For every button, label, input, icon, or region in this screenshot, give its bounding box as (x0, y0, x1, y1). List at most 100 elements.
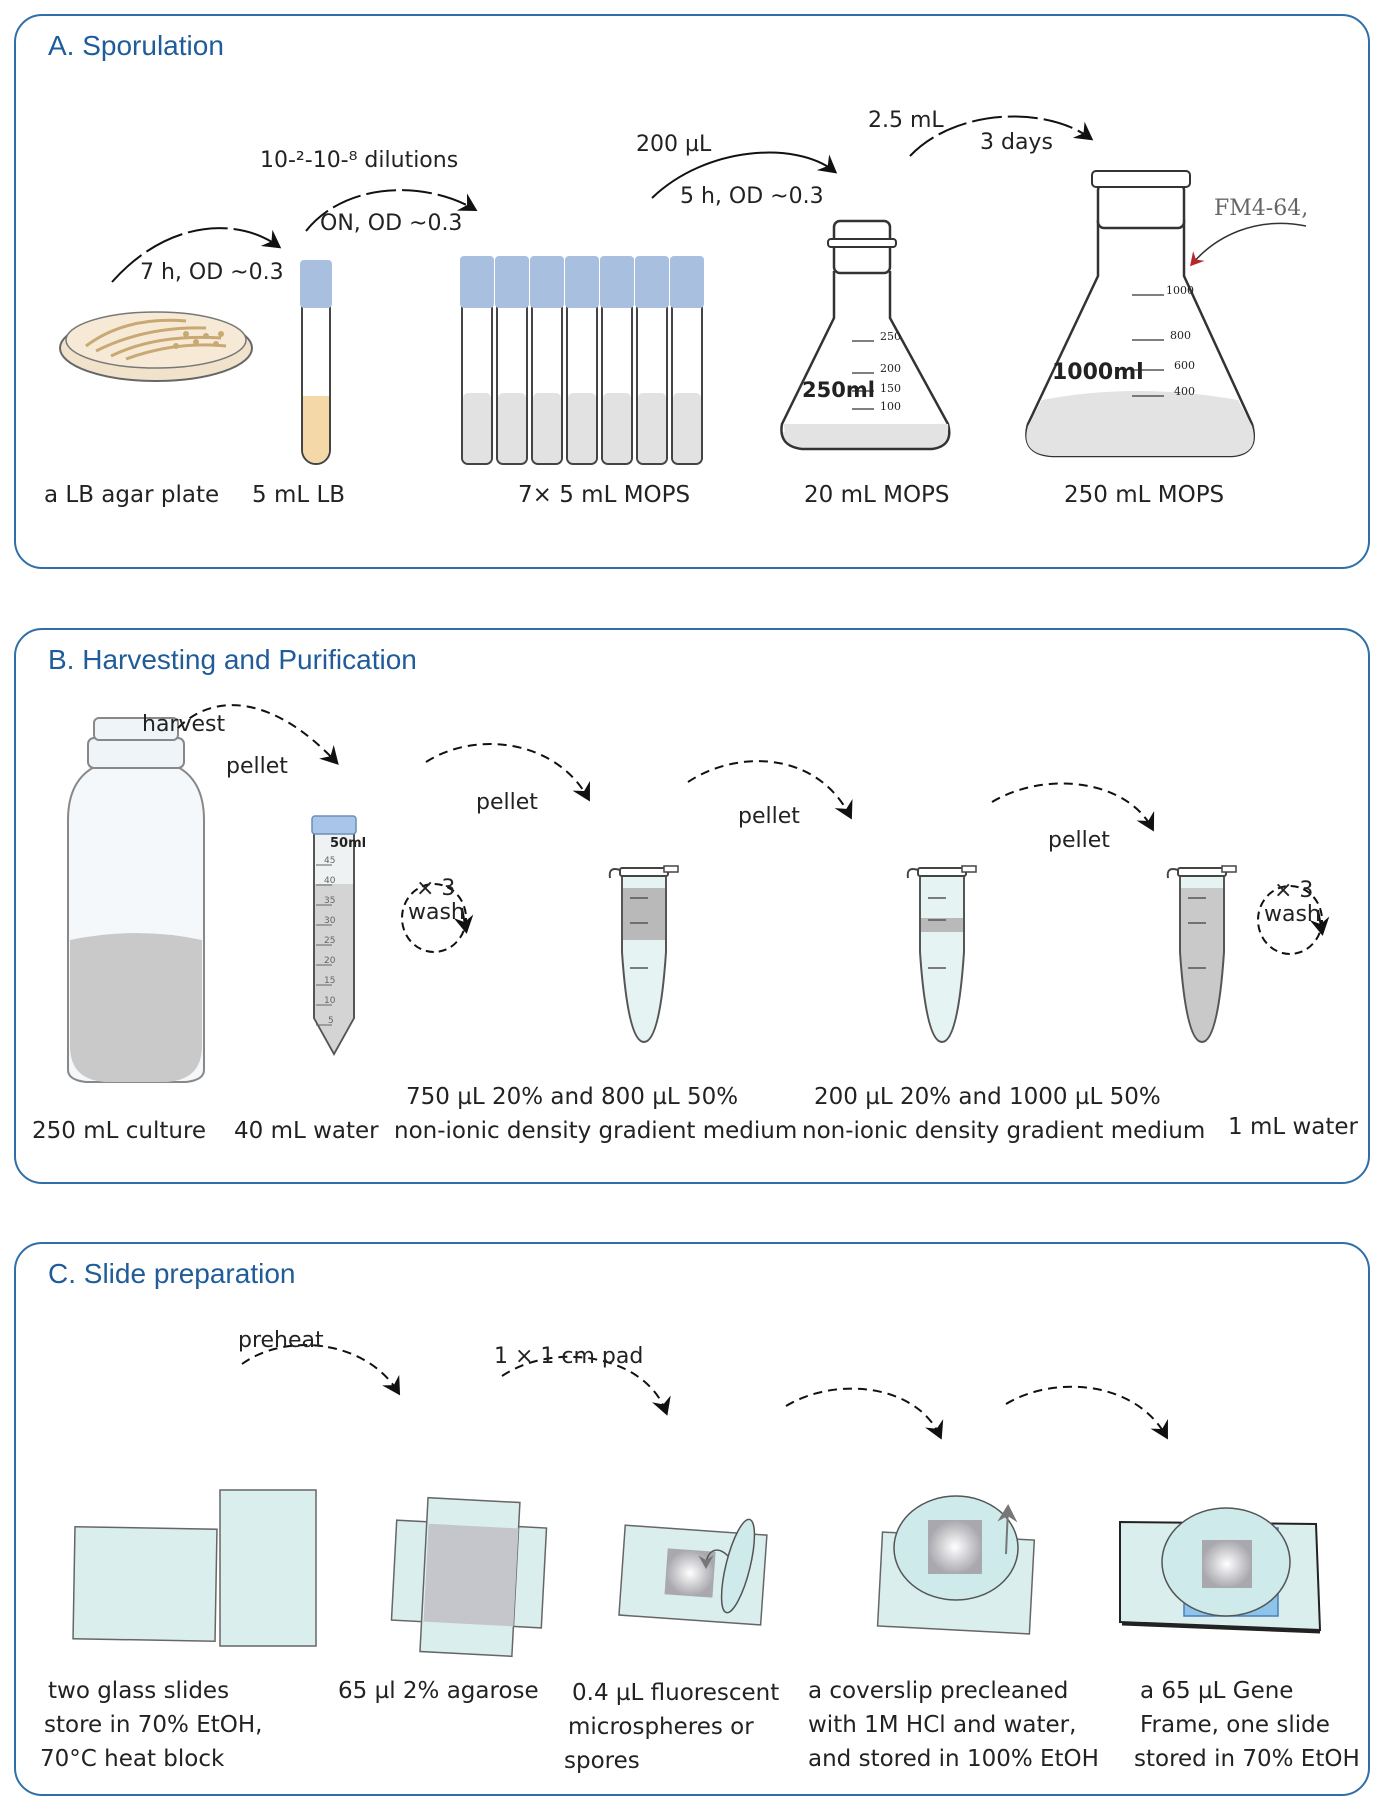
arrow-gene-frame (1005, 1385, 1168, 1440)
label-agarose: 65 µl 2% agarose (338, 1678, 539, 1704)
harvesting-diagram (67, 704, 1330, 1083)
label-slides-2: store in 70% EtOH, (44, 1712, 263, 1738)
arrow-step4 (909, 115, 1094, 157)
falcon-mark: 40 (324, 876, 336, 886)
arrow-step3 (651, 151, 838, 199)
falcon-mark: 5 (328, 1016, 334, 1026)
agarose-slides (390, 1496, 548, 1658)
wash-arrowhead-2 (1309, 909, 1330, 936)
two-glass-slides (72, 1489, 317, 1647)
panel-harvesting: B. Harvesting and Purification (14, 628, 1370, 1184)
arrow-coverslip (785, 1387, 944, 1440)
step3-conditions: 5 h, OD ~0.3 (680, 184, 824, 209)
label-spheres-2: microspheres or (568, 1714, 754, 1740)
panel-title: A. Sporulation (48, 30, 224, 61)
step1-annotation: 7 h, OD ~0.3 (140, 260, 284, 285)
wash-arrowhead-1 (453, 907, 474, 934)
label-culture: 250 mL culture (32, 1118, 207, 1144)
dye-label: FM4-64, (1214, 196, 1309, 221)
label-gradient-2b: non-ionic density gradient medium (802, 1118, 1206, 1144)
arrow-step1 (111, 227, 282, 283)
falcon-tube (311, 815, 357, 1057)
wash-label-2: wash (1264, 902, 1321, 927)
falcon-mark: 20 (324, 956, 336, 966)
panel-slide-preparation: C. Slide preparation (14, 1242, 1370, 1796)
arrow-pellet-4 (991, 782, 1155, 832)
harvest-label: harvest (142, 712, 226, 737)
arrow-pellet-2 (425, 743, 590, 802)
step4-duration: 3 days (980, 130, 1053, 155)
agar-plate (59, 311, 253, 382)
label-water: 1 mL water (1228, 1114, 1359, 1140)
step4-volume: 2.5 mL (868, 108, 944, 133)
wash-count-2: × 3 (1274, 878, 1314, 903)
pellet-label-4: pellet (1048, 828, 1110, 853)
label-spheres-1: 0.4 µL fluorescent (572, 1680, 780, 1706)
preheat-label: preheat (238, 1328, 324, 1353)
label-agar-plate: a LB agar plate (44, 482, 220, 508)
arrow-pad (501, 1355, 671, 1416)
label-gene-frame-1: a 65 µL Gene (1140, 1678, 1294, 1704)
label-gradient-1b: non-ionic density gradient medium (394, 1118, 798, 1144)
flask-small-volume: 250ml (802, 378, 875, 402)
falcon-mark: 10 (324, 996, 336, 1006)
label-spheres-3: spores (564, 1748, 640, 1774)
pad-label: 1 × 1 cm pad (494, 1344, 644, 1369)
label-coverslip-1: a coverslip precleaned (808, 1678, 1069, 1704)
wash-label-1: wash (408, 900, 465, 925)
label-flask-small: 20 mL MOPS (804, 482, 950, 508)
arrow-step2 (305, 189, 478, 232)
panel-title: C. Slide preparation (48, 1258, 296, 1289)
label-lb-tube: 5 mL LB (252, 482, 346, 508)
label-gradient-2a: 200 µL 20% and 1000 µL 50% (814, 1084, 1161, 1110)
falcon-mark: 45 (324, 856, 336, 866)
step3-volume: 200 µL (636, 132, 712, 157)
sporulation-diagram (59, 115, 1307, 465)
pellet-label-2: pellet (476, 790, 538, 815)
falcon-mark: 30 (324, 916, 336, 926)
lb-tube (300, 260, 332, 465)
arrow-pellet-3 (687, 760, 853, 820)
panel-sporulation: A. Sporulation (14, 14, 1370, 569)
label-slides-3: 70°C heat block (40, 1746, 225, 1772)
coverslip-slide (876, 1495, 1036, 1635)
eppendorf-tube-3 (1166, 865, 1237, 1044)
pellet-label-3: pellet (738, 804, 800, 829)
falcon-mark: 35 (324, 896, 336, 906)
culture-bottle (67, 717, 205, 1083)
eppendorf-tube-2 (906, 865, 977, 1044)
panel-title: B. Harvesting and Purification (48, 644, 417, 675)
arrow-preheat (241, 1344, 401, 1396)
step2-conditions: ON, OD ~0.3 (320, 211, 463, 236)
label-flask-large: 250 mL MOPS (1064, 482, 1225, 508)
step2-dilutions: 10-²-10-⁸ dilutions (260, 148, 459, 173)
flask-small-mark: 250 (880, 330, 901, 343)
flask-large-mark: 400 (1174, 385, 1195, 398)
flask-large-volume: 1000ml (1052, 360, 1144, 385)
arrow-dye (1190, 222, 1307, 267)
label-falcon: 40 mL water (234, 1118, 379, 1144)
flask-small-mark: 100 (880, 400, 901, 413)
label-coverslip-2: with 1M HCl and water, (808, 1712, 1077, 1738)
flask-large-mark: 600 (1174, 359, 1195, 372)
label-gene-frame-3: stored in 70% EtOH (1134, 1746, 1360, 1772)
flask-1000ml (1025, 170, 1255, 458)
label-gene-frame-2: Frame, one slide (1140, 1712, 1330, 1738)
flask-large-mark: 1000 (1166, 284, 1194, 297)
label-mops-tubes: 7× 5 mL MOPS (518, 482, 691, 508)
flask-small-mark: 150 (880, 382, 901, 395)
falcon-mark: 15 (324, 976, 336, 986)
arrow-harvest (177, 704, 339, 765)
pellet-label-1: pellet (226, 754, 288, 779)
gene-frame-slide (1119, 1507, 1322, 1634)
flask-large-mark: 800 (1170, 329, 1191, 342)
slide-preparation-diagram (72, 1344, 1322, 1658)
microsphere-slide (618, 1518, 768, 1626)
flask-small-mark: 200 (880, 362, 901, 375)
label-gradient-1a: 750 µL 20% and 800 µL 50% (406, 1084, 739, 1110)
falcon-volume: 50ml (330, 836, 367, 851)
label-coverslip-3: and stored in 100% EtOH (808, 1746, 1099, 1772)
falcon-mark: 25 (324, 936, 336, 946)
label-slides-1: two glass slides (48, 1678, 230, 1704)
flask-250ml (780, 219, 951, 451)
